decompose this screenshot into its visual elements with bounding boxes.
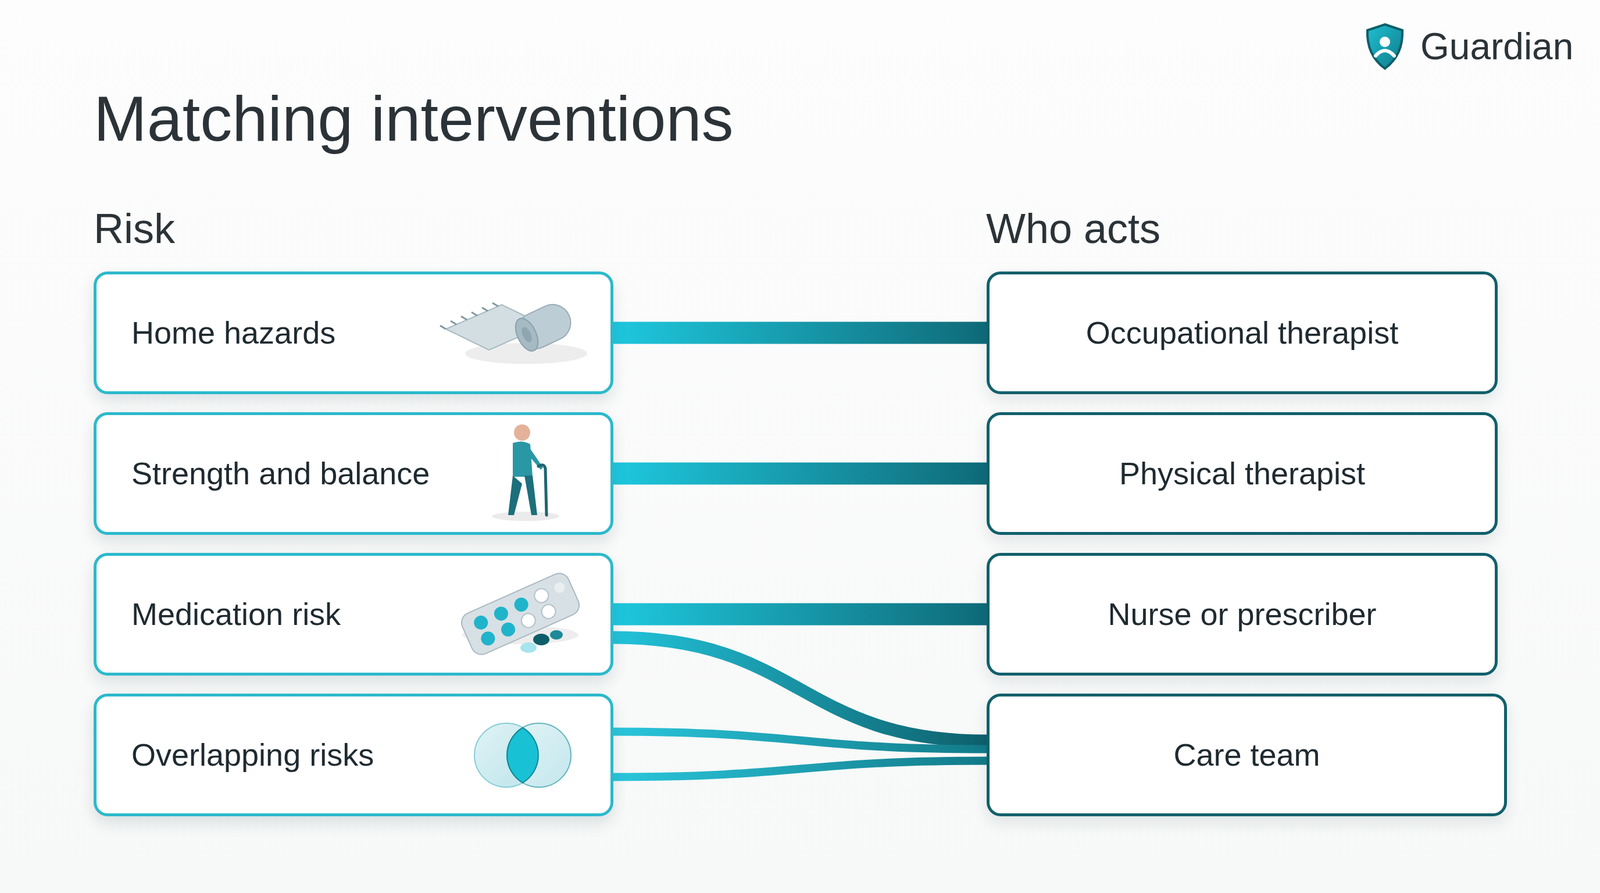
risk-box: Medication risk bbox=[93, 552, 614, 676]
person-cane-icon-part bbox=[527, 448, 544, 470]
box-label: Home hazards bbox=[131, 313, 336, 352]
pill-pack-icon-part bbox=[520, 642, 537, 653]
logo-shield-part bbox=[1375, 50, 1395, 56]
logo-shield bbox=[1367, 24, 1403, 69]
pill-pack-icon-part bbox=[533, 633, 550, 646]
box-label: Care team bbox=[1173, 736, 1320, 774]
rug-icon-part-part bbox=[519, 325, 535, 344]
risk-box: Strength and balance bbox=[93, 412, 614, 535]
box-label: Overlapping risks bbox=[131, 736, 374, 774]
pill-pack-icon-part-part bbox=[471, 613, 491, 632]
box-label: Medication risk bbox=[131, 595, 341, 634]
rug-icon-part-part bbox=[461, 316, 467, 320]
actor-box: Occupational therapist bbox=[986, 271, 1498, 395]
venn-icon-part bbox=[506, 723, 571, 788]
rug-icon-part bbox=[440, 302, 499, 330]
pill-pack-icon-part-part bbox=[552, 580, 567, 595]
pill-pack-icon-part bbox=[458, 570, 583, 659]
logo-wordmark: Guardian bbox=[1420, 24, 1574, 70]
person-cane-icon-part bbox=[491, 511, 560, 521]
rug-icon-part bbox=[510, 298, 577, 356]
connector-band bbox=[613, 637, 987, 742]
connector-band bbox=[613, 731, 987, 750]
pill-pack-icon-part-part bbox=[458, 570, 583, 659]
venn-icon-part bbox=[474, 723, 539, 788]
rug-icon-part bbox=[445, 304, 545, 350]
connector-band bbox=[613, 322, 987, 345]
rug-icon-part-part bbox=[511, 298, 577, 355]
rug-icon bbox=[440, 298, 588, 364]
rug-icon-part-part bbox=[481, 307, 488, 312]
pill-pack-icon-part-part bbox=[491, 604, 511, 624]
person-cane-icon-part bbox=[508, 475, 523, 516]
rug-icon-part-part bbox=[450, 320, 457, 325]
pill-pack-icon-part-part bbox=[498, 620, 518, 639]
pill-pack-icon-part-part bbox=[531, 586, 551, 606]
person-cane-icon bbox=[491, 424, 560, 521]
person-cane-icon-part bbox=[513, 424, 531, 441]
connector-band bbox=[613, 462, 987, 485]
person-cane-icon-part bbox=[512, 441, 533, 477]
column-header: Risk bbox=[93, 203, 175, 254]
actor-box: Care team bbox=[986, 693, 1507, 817]
pill-pack-icon-part-part bbox=[519, 611, 538, 631]
pill-pack-icon-part-part bbox=[539, 602, 559, 621]
person-cane-icon-part bbox=[538, 465, 547, 516]
risk-box: Home hazards bbox=[93, 271, 614, 395]
rug-icon-part bbox=[465, 343, 588, 364]
pill-pack-icon-part bbox=[550, 630, 563, 640]
logo-shield-part bbox=[1379, 36, 1391, 48]
pill-pack-icon bbox=[458, 570, 583, 659]
rug-icon-part-part bbox=[492, 302, 499, 307]
actor-box: Nurse or prescriber bbox=[986, 552, 1498, 676]
actor-box: Physical therapist bbox=[986, 412, 1498, 535]
box-label: Nurse or prescriber bbox=[1107, 595, 1377, 634]
rug-icon-part-part bbox=[471, 312, 478, 316]
box-label: Strength and balance bbox=[131, 454, 430, 493]
slide-title: Matching interventions bbox=[93, 80, 734, 157]
rug-icon-part-part bbox=[511, 315, 543, 355]
person-cane-icon-part bbox=[524, 475, 538, 516]
connector-band bbox=[613, 603, 987, 626]
logo-shield-part bbox=[1367, 24, 1403, 69]
box-label: Occupational therapist bbox=[1086, 313, 1399, 352]
venn-icon bbox=[474, 723, 571, 788]
box-label: Physical therapist bbox=[1119, 454, 1366, 493]
pill-pack-icon-part-part bbox=[512, 595, 531, 614]
risk-box: Overlapping risks bbox=[93, 693, 614, 817]
pill-pack-icon-part-part bbox=[479, 629, 498, 648]
pill-pack-icon-part bbox=[462, 625, 579, 645]
column-header: Who acts bbox=[986, 203, 1161, 254]
connector-band bbox=[613, 761, 987, 778]
venn-icon-part bbox=[506, 727, 539, 784]
rug-icon-part-part bbox=[440, 325, 446, 330]
